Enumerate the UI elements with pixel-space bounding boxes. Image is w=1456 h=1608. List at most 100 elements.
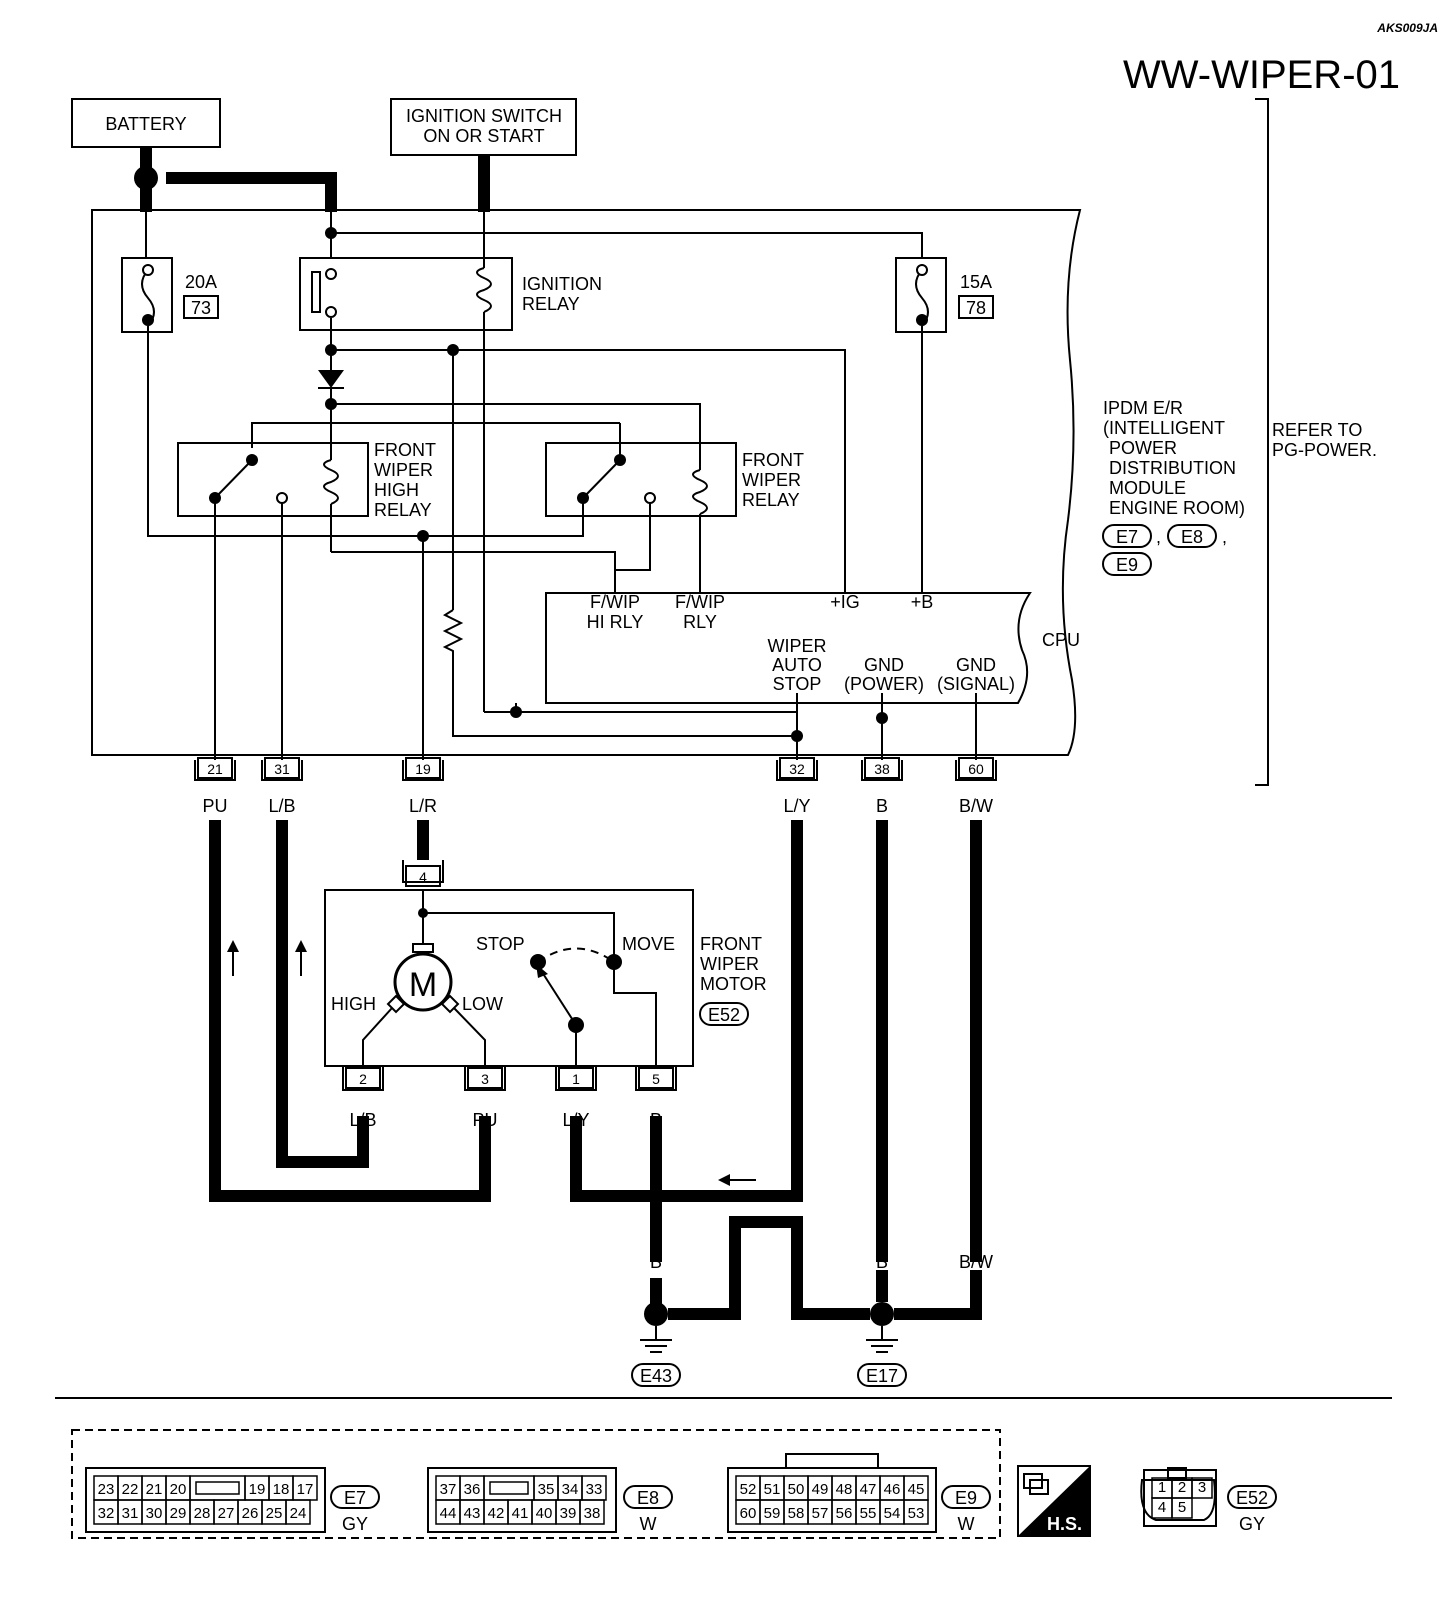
e9-pin-label: 59 <box>764 1505 781 1522</box>
e52-pin-label: 4 <box>1158 1499 1166 1516</box>
refer-to-line-1: REFER TO <box>1272 420 1362 440</box>
e52-pin-label: 1 <box>1158 1479 1166 1496</box>
cpu-block: CPU F/WIP HI RLY F/WIP RLY +IG +B WIPER … <box>545 592 1080 704</box>
ipdm-terminal-31: 31 L/B <box>261 757 303 816</box>
cpu-auto-stop-1: WIPER <box>767 636 826 656</box>
e9-pin-label: 46 <box>884 1481 901 1498</box>
front-wiper-relay: FRONT WIPER RELAY <box>545 423 804 593</box>
e7-connector-outline <box>85 1467 326 1533</box>
e7-pin-label: 28 <box>194 1505 211 1522</box>
ipdm-terminal-21: 21 PU <box>194 757 236 816</box>
e8-cavity <box>579 1499 605 1525</box>
svg-text:,: , <box>1156 527 1161 547</box>
e9-connector-outline <box>727 1467 937 1533</box>
conn-e9-color: W <box>958 1514 975 1534</box>
e9-pin-label: 52 <box>740 1481 757 1498</box>
ipdm-terminal-19: 19 L/R <box>402 757 444 816</box>
motor-name-3: MOTOR <box>700 974 767 994</box>
e9-pin-label: 56 <box>836 1505 853 1522</box>
motor-stop-label: STOP <box>476 934 525 954</box>
fuse-20a-amps: 20A <box>185 272 217 292</box>
ignition-relay-label-1: IGNITION <box>522 274 602 294</box>
high-relay-label-2: WIPER <box>374 460 433 480</box>
e52-cavity <box>1191 1477 1213 1499</box>
ipdm-line-2: (INTELLIGENT <box>1103 418 1225 438</box>
wiper-relay-label-1: FRONT <box>742 450 804 470</box>
cpu-fwip-hi-2: HI RLY <box>587 612 644 632</box>
ipdm-line-3: POWER <box>1109 438 1177 458</box>
e8-pin-label: 37 <box>440 1481 457 1498</box>
cpu-gnd-signal-1: GND <box>956 655 996 675</box>
cpu-b: +B <box>911 592 934 612</box>
high-relay-label-3: HIGH <box>374 480 419 500</box>
conn-e52-color: GY <box>1239 1514 1265 1534</box>
e52-pin-label: 3 <box>1198 1479 1206 1496</box>
e7-pin-label: 21 <box>146 1481 163 1498</box>
ipdm-terminal-60: 60 B/W <box>955 757 997 816</box>
e8-pin-label: 42 <box>488 1505 505 1522</box>
e8-pin-label: 40 <box>536 1505 553 1522</box>
e8-pin-label: 34 <box>562 1481 579 1498</box>
ipdm-wire-60: B/W <box>959 796 993 816</box>
ipdm-line-5: MODULE <box>1109 478 1186 498</box>
high-relay-label-1: FRONT <box>374 440 436 460</box>
ipdm-pin-60: 60 <box>968 761 984 777</box>
e8-pin-label: 35 <box>538 1481 555 1498</box>
e7-cavity <box>189 1475 246 1501</box>
fuse-15a-number: 78 <box>966 298 986 318</box>
motor-move-label: MOVE <box>622 934 675 954</box>
ipdm-wire-38: B <box>876 796 888 816</box>
e8-pin-label: 36 <box>464 1481 481 1498</box>
motor-pin-2: 2 <box>359 1071 367 1087</box>
e9-key-tab <box>785 1453 879 1468</box>
e52-connector-face <box>1140 1467 1216 1521</box>
motor-name-1: FRONT <box>700 934 762 954</box>
ground-e43-label: E43 <box>640 1366 672 1386</box>
e9-pin-label: 57 <box>812 1505 829 1522</box>
front-wiper-motor: 4 M HIGH LOW STOP MOVE FRONT WIPER MOTOR… <box>324 860 767 1067</box>
e9-pin-label: 55 <box>860 1505 877 1522</box>
ipdm-pin-31: 31 <box>274 761 290 777</box>
e9-pin-label: 48 <box>836 1481 853 1498</box>
battery-source: BATTERY <box>71 98 221 148</box>
e9-cavity <box>903 1499 929 1525</box>
ground-wire-5: B/W <box>959 1252 993 1272</box>
ipdm-wire-19: L/R <box>409 796 437 816</box>
motor-pin-5: 5 <box>652 1071 660 1087</box>
cpu-ig: +IG <box>830 592 860 612</box>
diagram-code: AKS009JA <box>1376 21 1438 35</box>
motor-low-label: LOW <box>462 994 503 1014</box>
e8-pin-label: 43 <box>464 1505 481 1522</box>
motor-wire-2: L/B <box>349 1110 376 1130</box>
e9-pin-label: 49 <box>812 1481 829 1498</box>
ipdm-wire-32: L/Y <box>783 796 810 816</box>
e7-pin-label: 26 <box>242 1505 259 1522</box>
ipdm-line-4: DISTRIBUTION <box>1109 458 1236 478</box>
e7-pin-label: 18 <box>273 1481 290 1498</box>
e7-blank-cavity <box>195 1481 240 1495</box>
e8-pin-label: 44 <box>440 1505 457 1522</box>
motor-connector: E52 <box>708 1005 740 1025</box>
ipdm-pin-32: 32 <box>789 761 805 777</box>
e7-pin-label: 22 <box>122 1481 139 1498</box>
motor-pin-1: 1 <box>572 1071 580 1087</box>
conn-e52-id: E52 <box>1236 1488 1268 1508</box>
ipdm-pin-19: 19 <box>415 761 431 777</box>
conn-e8-color: W <box>640 1514 657 1534</box>
ipdm-terminal-32: 32 L/Y <box>776 757 818 816</box>
cpu-gnd-power-2: (POWER) <box>844 674 924 694</box>
e52-pin-label: 5 <box>1178 1499 1186 1516</box>
e7-pin-label: 31 <box>122 1505 139 1522</box>
e9-pin-label: 54 <box>884 1505 901 1522</box>
ipdm-pin-38: 38 <box>874 761 890 777</box>
e7-pin-label: 20 <box>170 1481 187 1498</box>
e7-cavity <box>285 1499 311 1525</box>
e7-pin-label: 23 <box>98 1481 115 1498</box>
ground-wire-4: B <box>876 1252 888 1272</box>
e52-connector-outline <box>1143 1469 1217 1527</box>
e52-cavity <box>1171 1497 1193 1519</box>
ignition-switch-label-2: ON OR START <box>423 126 544 146</box>
conn-e7-color: GY <box>342 1514 368 1534</box>
